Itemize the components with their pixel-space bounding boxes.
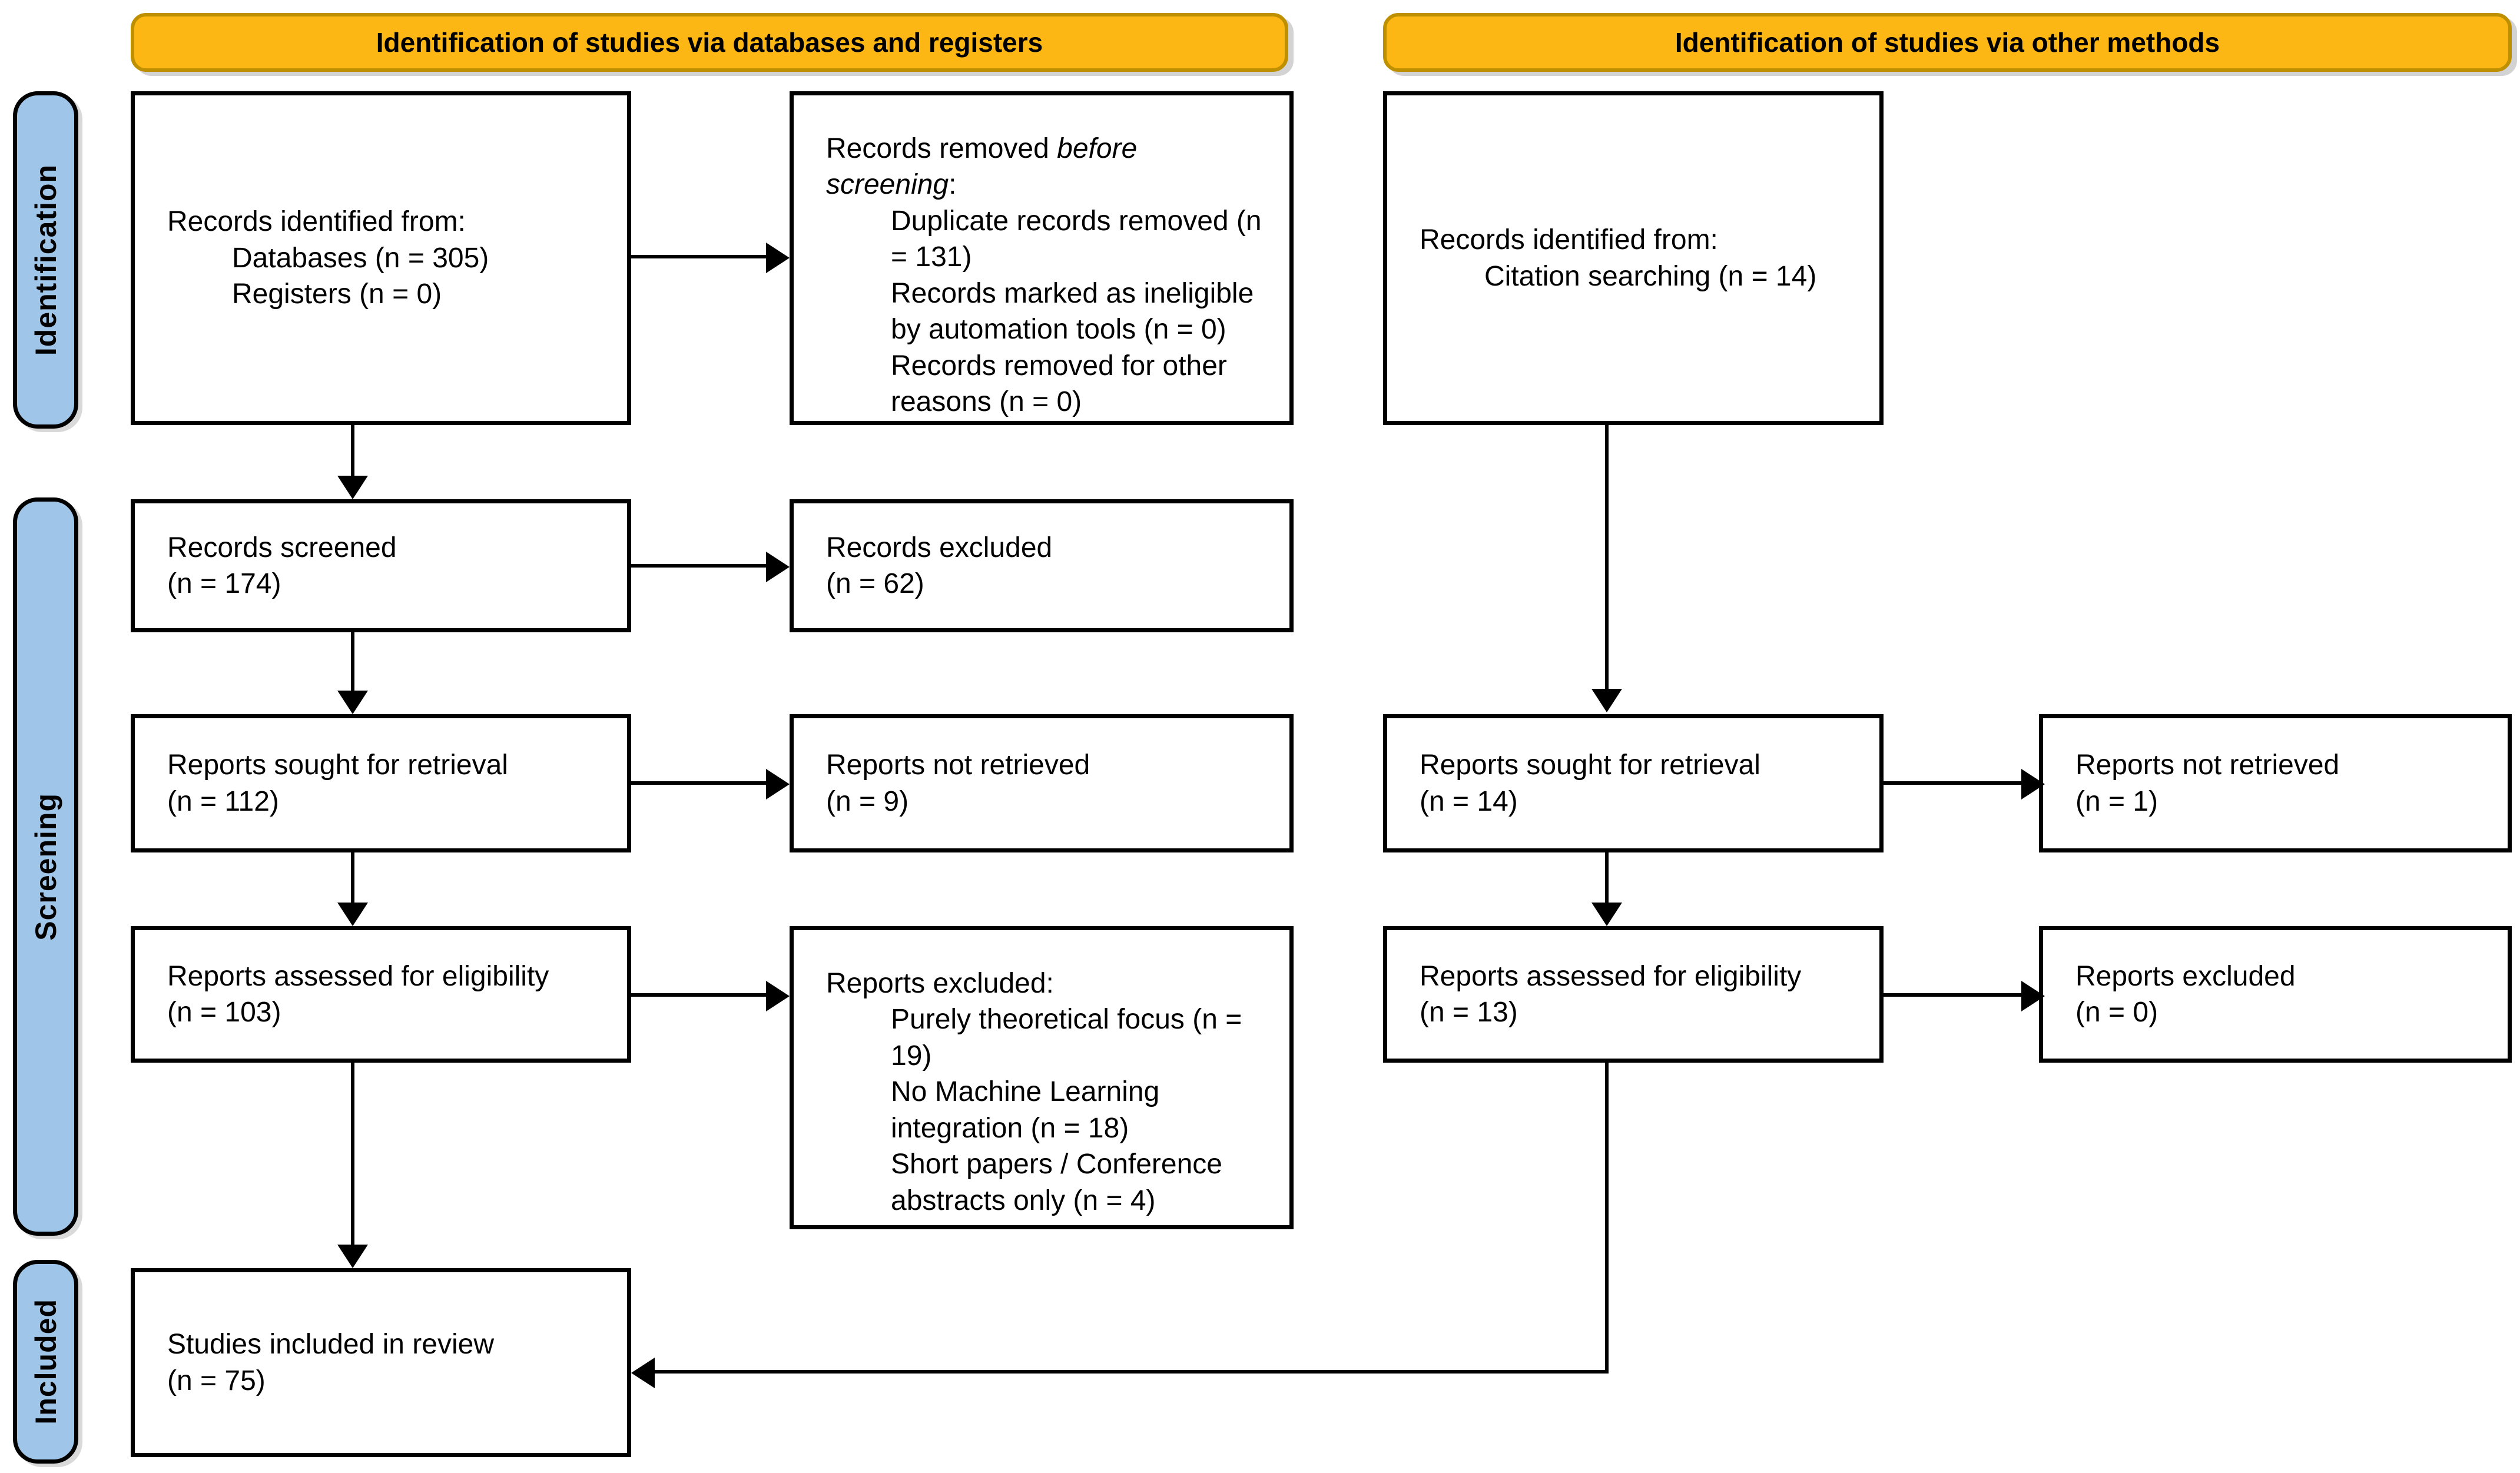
arrow-identified-to-removed-head [766, 243, 790, 273]
arrow-identified-to-removed-line [631, 255, 766, 258]
reports-not-retrieved-other-text: Reports not retrieved(n = 1) [2075, 749, 2340, 817]
stage-screening: Screening [13, 497, 78, 1236]
banner-other-methods: Identification of studies via other meth… [1383, 13, 2512, 72]
citation-identified-intro: Records identified from: [1420, 224, 1718, 256]
stage-identification-label: Identification [29, 164, 62, 356]
arrow-screened-to-sought-head [337, 691, 368, 714]
reports-sought-other-text: Reports sought for retrieval(n = 14) [1420, 749, 1760, 817]
reports-excluded-items: Purely theoretical focus (n = 19)No Mach… [891, 1004, 1242, 1216]
box-records-excluded: Records excluded(n = 62) [790, 499, 1294, 632]
box-studies-included: Studies included in review(n = 75) [131, 1268, 631, 1457]
records-excluded-text: Records excluded(n = 62) [826, 532, 1053, 599]
arrow-sought-other-to-assessed-line [1605, 852, 1609, 903]
reports-assessed-other-text: Reports assessed for eligibility(n = 13) [1420, 960, 1802, 1028]
box-reports-assessed-other: Reports assessed for eligibility(n = 13) [1383, 926, 1884, 1063]
arrow-sought-to-assessed-head [337, 903, 368, 926]
records-identified-items: Databases (n = 305)Registers (n = 0) [232, 242, 489, 310]
box-records-screened: Records screened(n = 174) [131, 499, 631, 632]
arrow-sought-to-notretrieved-head [766, 769, 790, 799]
box-reports-sought-other: Reports sought for retrieval(n = 14) [1383, 714, 1884, 852]
reports-not-retrieved-text: Reports not retrieved(n = 9) [826, 749, 1090, 817]
arrow-assessed-other-to-included-head [631, 1358, 655, 1388]
citation-identified-items: Citation searching (n = 14) [1484, 260, 1817, 292]
arrow-citation-to-sought-line [1605, 425, 1609, 689]
banner-databases-label: Identification of studies via databases … [376, 27, 1043, 58]
arrow-sought-other-to-notretrieved-head [2021, 769, 2045, 799]
box-reports-not-retrieved: Reports not retrieved(n = 9) [790, 714, 1294, 852]
box-records-removed: Records removed before screening: Duplic… [790, 91, 1294, 425]
arrow-assessed-to-included-head [337, 1245, 368, 1268]
records-screened-text: Records screened(n = 174) [167, 532, 397, 599]
arrow-screened-to-sought-line [351, 632, 354, 691]
studies-included-text: Studies included in review(n = 75) [167, 1329, 494, 1396]
box-reports-excluded-other: Reports excluded(n = 0) [2039, 926, 2512, 1063]
arrow-screened-to-excluded-head [766, 552, 790, 582]
box-citation-identified: Records identified from: Citation search… [1383, 91, 1884, 425]
stage-included: Included [13, 1260, 78, 1464]
arrow-assessed-other-to-included-vline [1605, 1063, 1609, 1374]
arrow-assessed-other-to-excluded-head [2021, 981, 2045, 1011]
arrow-assessed-other-to-excluded-line [1884, 993, 2021, 997]
arrow-citation-to-sought-head [1591, 689, 1622, 712]
records-removed-items: Duplicate records removed (n = 131)Recor… [891, 205, 1262, 418]
arrow-assessed-to-excluded-line [631, 993, 766, 997]
banner-databases-registers: Identification of studies via databases … [131, 13, 1288, 72]
reports-sought-text: Reports sought for retrieval(n = 112) [167, 749, 508, 817]
stage-included-label: Included [29, 1299, 62, 1425]
arrow-identified-to-screened-line [351, 425, 354, 476]
records-removed-intro-line1: Records removed before [826, 133, 1138, 164]
box-reports-sought: Reports sought for retrieval(n = 112) [131, 714, 631, 852]
arrow-sought-to-notretrieved-line [631, 781, 766, 785]
arrow-assessed-other-to-included-hline [654, 1370, 1609, 1374]
records-identified-intro: Records identified from: [167, 206, 466, 238]
arrow-sought-to-assessed-line [351, 852, 354, 903]
records-removed-intro-line2: screening: [826, 169, 957, 201]
arrow-assessed-to-excluded-head [766, 981, 790, 1011]
arrow-identified-to-screened-head [337, 476, 368, 499]
reports-excluded-intro: Reports excluded: [826, 968, 1054, 999]
stage-identification: Identification [13, 91, 78, 429]
box-reports-assessed: Reports assessed for eligibility(n = 103… [131, 926, 631, 1063]
arrow-sought-other-to-notretrieved-line [1884, 781, 2021, 785]
box-reports-not-retrieved-other: Reports not retrieved(n = 1) [2039, 714, 2512, 852]
stage-screening-label: Screening [29, 792, 62, 941]
arrow-screened-to-excluded-line [631, 564, 766, 568]
reports-assessed-text: Reports assessed for eligibility(n = 103… [167, 960, 549, 1028]
arrow-assessed-to-included-line [351, 1063, 354, 1245]
arrow-sought-other-to-assessed-head [1591, 903, 1622, 926]
banner-other-label: Identification of studies via other meth… [1675, 27, 2220, 58]
reports-excluded-other-text: Reports excluded(n = 0) [2075, 960, 2296, 1028]
box-reports-excluded: Reports excluded: Purely theoretical foc… [790, 926, 1294, 1229]
box-records-identified: Records identified from: Databases (n = … [131, 91, 631, 425]
